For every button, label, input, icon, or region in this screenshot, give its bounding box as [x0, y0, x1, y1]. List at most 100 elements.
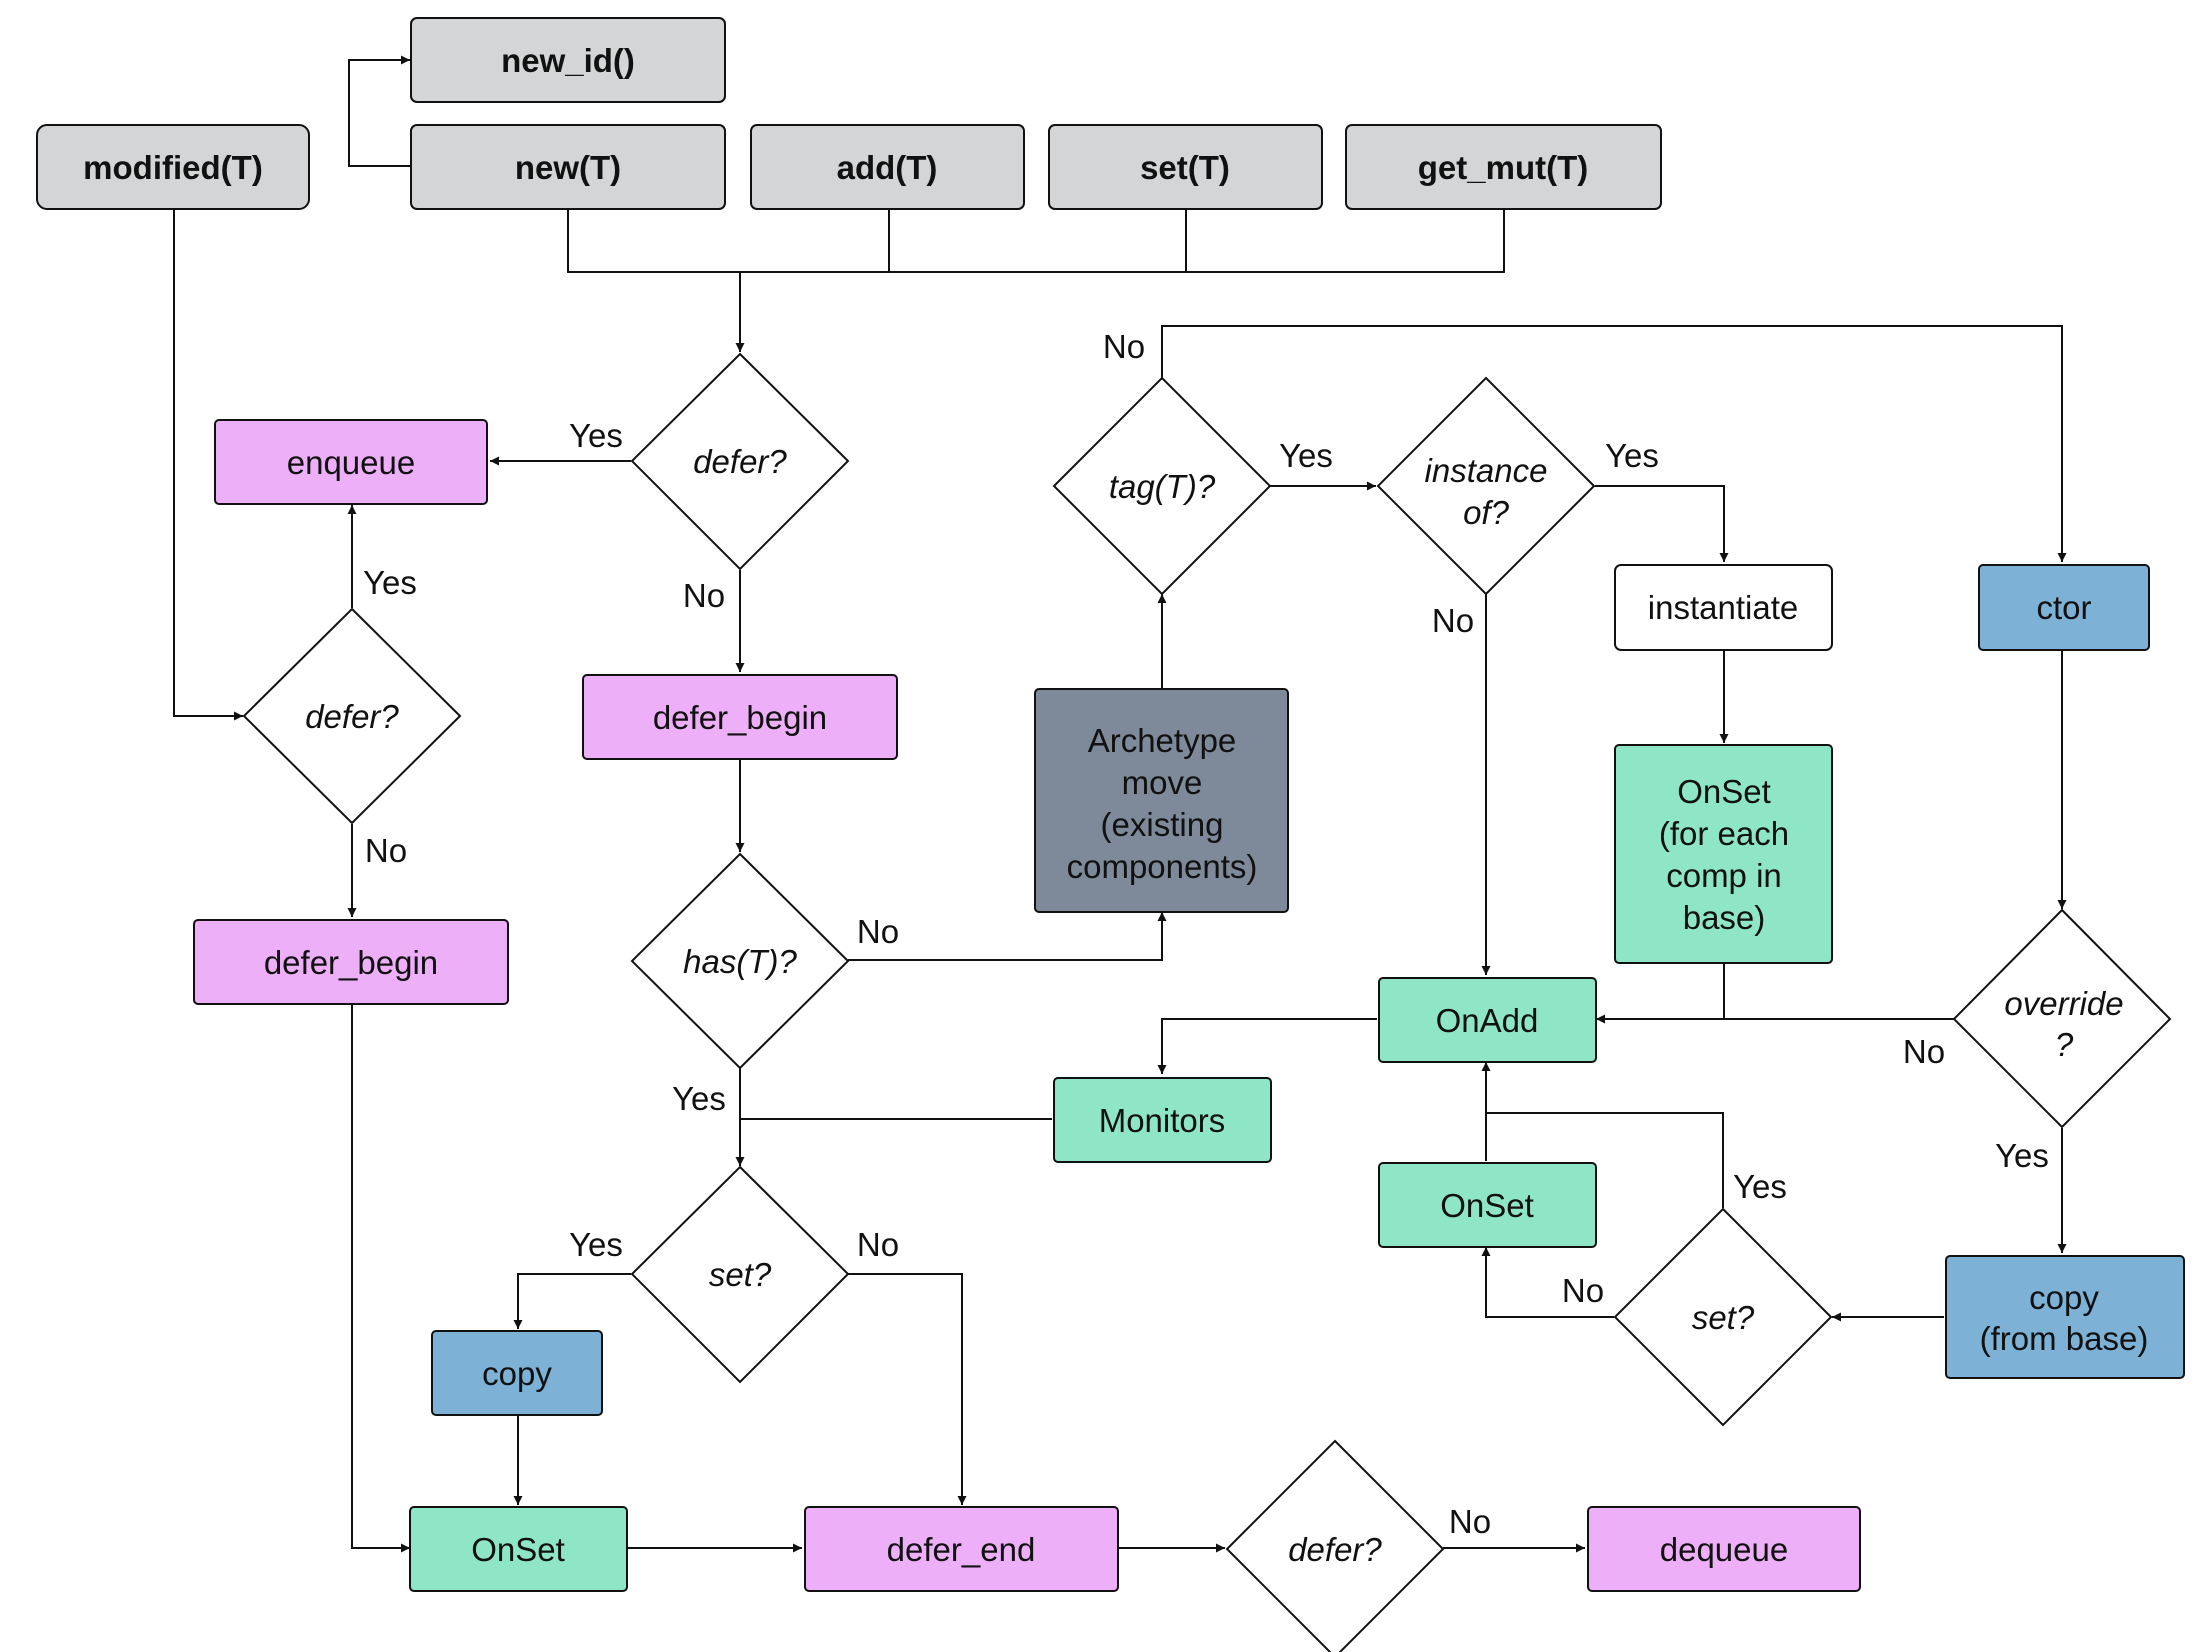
onset-mid-node: OnSet	[1378, 1162, 1597, 1248]
edge-set1-to-defer-end	[848, 1273, 967, 1505]
defer-decision-left: defer?	[242, 607, 462, 825]
override-line-1: override	[2004, 985, 2123, 1022]
archetype-move-line-2: move	[1122, 764, 1203, 801]
label-set2-no: No	[1562, 1272, 1604, 1309]
archetype-move-line-1: Archetype	[1088, 722, 1237, 759]
edge-set2-to-onadd	[1481, 1062, 1724, 1208]
override-line-2: ?	[2055, 1026, 2074, 1063]
get-mut-node: get_mut(T)	[1345, 124, 1662, 210]
modified-label: modified(T)	[83, 149, 263, 186]
set-decision-right: set?	[1613, 1207, 1833, 1427]
defer-begin-left-label: defer_begin	[264, 944, 438, 981]
onset-base-line-1: OnSet	[1677, 773, 1771, 810]
label-set1-yes: Yes	[569, 1226, 623, 1263]
edge-defer-begin-left-to-onset	[351, 1002, 410, 1553]
set-decision-left-label: set?	[709, 1256, 772, 1293]
archetype-move-line-3: (existing	[1101, 806, 1224, 843]
label-defer2-no: No	[365, 832, 407, 869]
defer-end-label: defer_end	[887, 1531, 1036, 1568]
add-node: add(T)	[750, 124, 1025, 210]
archetype-move-line-4: components)	[1067, 848, 1258, 885]
defer-begin-left-node: defer_begin	[193, 919, 509, 1005]
edge-instance-to-instantiate	[1595, 485, 1729, 562]
defer-decision-main: defer?	[630, 352, 850, 571]
new-node: new(T)	[410, 124, 726, 210]
add-label: add(T)	[837, 149, 938, 186]
onset-bottom-label: OnSet	[471, 1531, 565, 1568]
label-set2-yes: Yes	[1733, 1168, 1787, 1205]
label-has-no: No	[857, 913, 899, 950]
defer-begin-main-node: defer_begin	[582, 674, 898, 760]
label-instance-no: No	[1432, 602, 1474, 639]
get-mut-label: get_mut(T)	[1418, 149, 1588, 186]
edge-set2-to-onset-mid	[1481, 1247, 1614, 1318]
label-defer3-no: No	[1449, 1503, 1491, 1540]
tag-decision-label: tag(T)?	[1109, 468, 1216, 505]
instance-of-decision: instance of?	[1376, 376, 1596, 596]
new-id-node: new_id()	[410, 17, 726, 103]
label-tag-yes: Yes	[1279, 437, 1333, 474]
onset-bottom-node: OnSet	[409, 1506, 628, 1592]
label-tag-no: No	[1103, 328, 1145, 365]
defer-decision-main-label: defer?	[693, 443, 787, 480]
label-defer1-yes: Yes	[569, 417, 623, 454]
edge-modified-to-defer2	[173, 210, 243, 721]
label-set1-no: No	[857, 1226, 899, 1263]
instance-of-line-1: instance	[1425, 452, 1548, 489]
override-decision: override ?	[1952, 908, 2172, 1129]
onset-base-line-3: comp in	[1666, 857, 1782, 894]
modified-node: modified(T)	[36, 124, 310, 210]
dequeue-node: dequeue	[1587, 1506, 1861, 1592]
defer-decision-left-label: defer?	[305, 698, 399, 735]
instance-of-line-2: of?	[1463, 494, 1510, 531]
has-decision-label: has(T)?	[683, 943, 797, 980]
label-has-yes: Yes	[672, 1080, 726, 1117]
edge-has-to-archetype	[848, 912, 1167, 961]
edges	[173, 55, 2067, 1553]
has-decision: has(T)?	[630, 852, 850, 1070]
label-defer2-yes: Yes	[363, 564, 417, 601]
edge-new-merge	[567, 208, 1505, 273]
copy-from-base-node: copy (from base)	[1945, 1255, 2185, 1379]
edge-set1-to-copy	[513, 1273, 631, 1329]
dequeue-label: dequeue	[1660, 1531, 1788, 1568]
onset-mid-label: OnSet	[1440, 1187, 1534, 1224]
new-label: new(T)	[515, 149, 621, 186]
ctor-label: ctor	[2036, 589, 2091, 626]
copy-from-base-line-2: (from base)	[1980, 1320, 2149, 1357]
edge-labels: Yes No Yes No No Yes No Yes Yes No No Ye…	[363, 328, 2049, 1540]
copy-node: copy	[431, 1330, 603, 1416]
nodes: new_id() modified(T) new(T) add(T) set(T…	[36, 17, 2185, 1652]
monitors-label: Monitors	[1099, 1102, 1226, 1139]
label-defer1-no: No	[683, 577, 725, 614]
defer-begin-main-label: defer_begin	[653, 699, 827, 736]
label-instance-yes: Yes	[1605, 437, 1659, 474]
enqueue-node: enqueue	[214, 419, 488, 505]
copy-label: copy	[482, 1355, 552, 1392]
defer-decision-bottom: defer?	[1225, 1439, 1445, 1652]
edge-tag-to-ctor	[1161, 325, 2067, 562]
set-decision-right-label: set?	[1692, 1299, 1755, 1336]
label-override-no: No	[1903, 1033, 1945, 1070]
label-override-yes: Yes	[1995, 1137, 2049, 1174]
copy-from-base-line-1: copy	[2029, 1279, 2099, 1316]
onset-base-node: OnSet (for each comp in base)	[1614, 744, 1833, 964]
set-node: set(T)	[1048, 124, 1323, 210]
edge-onadd-to-monitors	[1157, 1018, 1377, 1074]
onadd-label: OnAdd	[1436, 1002, 1539, 1039]
edge-new-to-new-id	[348, 55, 411, 167]
monitors-node: Monitors	[1053, 1077, 1272, 1163]
new-id-label: new_id()	[501, 42, 635, 79]
onset-base-line-2: (for each	[1659, 815, 1789, 852]
set-label: set(T)	[1140, 149, 1230, 186]
defer-end-node: defer_end	[804, 1506, 1119, 1592]
set-decision-left: set?	[630, 1165, 850, 1384]
archetype-move-node: Archetype move (existing components)	[1034, 688, 1289, 913]
ctor-node: ctor	[1978, 564, 2150, 651]
tag-decision: tag(T)?	[1052, 376, 1272, 596]
enqueue-label: enqueue	[287, 444, 415, 481]
instantiate-label: instantiate	[1648, 589, 1798, 626]
onset-base-line-4: base)	[1683, 899, 1766, 936]
